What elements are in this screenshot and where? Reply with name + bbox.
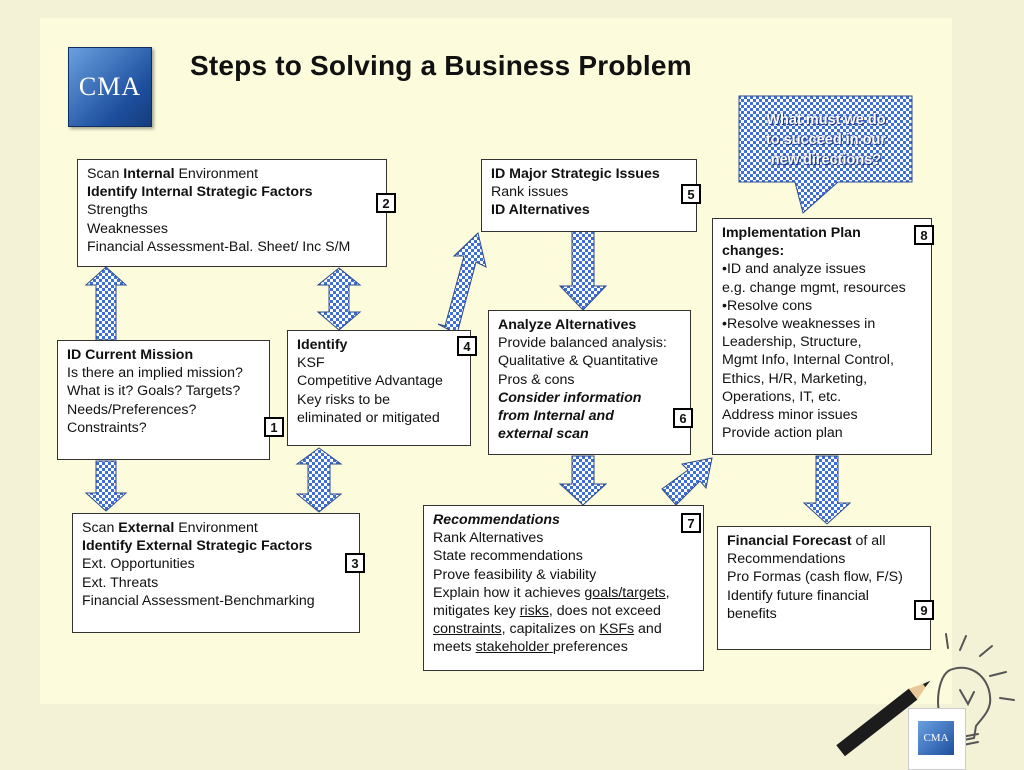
arrow-4-to-5	[437, 232, 487, 335]
step-8-number: 8	[914, 225, 934, 245]
corner-cma-logo: CMA	[908, 708, 966, 770]
step-6-number: 6	[673, 408, 693, 428]
arrow-1-to-2	[84, 266, 128, 341]
callout-text: What must we do to succeed in our new di…	[765, 112, 887, 168]
step-2-box: Scan Internal Environment Identify Inter…	[77, 159, 387, 267]
arrow-5-to-6	[558, 230, 608, 311]
step-9-box: Financial Forecast of all Recommendation…	[717, 526, 931, 650]
callout-shape	[738, 95, 913, 214]
step-8-box: Implementation Plan changes: •ID and ana…	[712, 218, 932, 455]
step-5-box: ID Major Strategic Issues Rank issues ID…	[481, 159, 697, 232]
step-7-box: Recommendations Rank Alternatives State …	[423, 505, 704, 671]
step-4-number: 4	[457, 336, 477, 356]
step-4-box: Identify KSF Competitive Advantage Key r…	[287, 330, 471, 446]
step-3-number: 3	[345, 553, 365, 573]
cma-logo: CMA	[68, 47, 152, 127]
step-9-number: 9	[914, 600, 934, 620]
arrow-8-to-9	[802, 455, 852, 525]
step-2-number: 2	[376, 193, 396, 213]
arrow-4-3	[295, 447, 343, 513]
arrow-2-4	[316, 267, 362, 331]
arrow-1-to-3	[84, 460, 128, 512]
step-3-box: Scan External Environment Identify Exter…	[72, 513, 360, 633]
step-5-number: 5	[681, 184, 701, 204]
step-6-box: Analyze Alternatives Provide balanced an…	[488, 310, 691, 455]
step-1-box: ID Current Mission Is there an implied m…	[57, 340, 270, 460]
arrow-6-to-7	[558, 455, 608, 506]
lightbulb-pencil-icon	[836, 633, 1015, 757]
arrow-7-to-8	[661, 457, 713, 506]
logo-text: CMA	[78, 72, 142, 101]
step-7-number: 7	[681, 513, 701, 533]
step-1-number: 1	[264, 417, 284, 437]
page-title: Steps to Solving a Business Problem	[190, 50, 692, 81]
